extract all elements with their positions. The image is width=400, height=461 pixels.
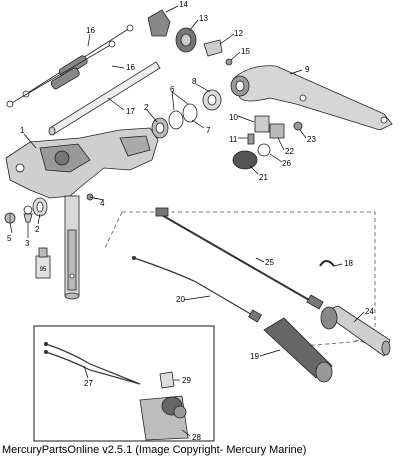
washer-left: [32, 197, 48, 217]
switch-housing: [139, 395, 189, 441]
callout-18: 18: [344, 259, 353, 268]
washer-stack: [151, 89, 222, 139]
callout-7: 7: [206, 126, 211, 135]
callout-2-upper: 2: [144, 103, 149, 112]
callout-13: 13: [199, 14, 208, 23]
callout-28: 28: [192, 433, 201, 442]
callout-26: 26: [282, 159, 291, 168]
bushing-13: [175, 27, 197, 53]
knob-21: [232, 150, 258, 170]
callout-19: 19: [250, 352, 259, 361]
callout-5: 5: [7, 234, 12, 243]
tiller-bracket: [5, 127, 159, 199]
handle-cover: [263, 317, 333, 383]
callout-16-lower: 16: [126, 63, 135, 72]
callout-9: 9: [305, 65, 310, 74]
steering-shaft: [64, 195, 80, 300]
callout-numbers: 1 2 2 3 4 5 6 7 8 9 10 11 12 13 14 15 16…: [7, 0, 374, 442]
screw-23: [293, 121, 303, 131]
callout-20: 20: [176, 295, 185, 304]
callout-22: 22: [285, 147, 294, 156]
callout-29: 29: [182, 376, 191, 385]
callout-21: 21: [259, 173, 268, 182]
bracket-22: [269, 123, 285, 139]
callout-8: 8: [192, 77, 197, 86]
leader-lines: [9, 5, 365, 437]
callout-15: 15: [241, 47, 250, 56]
callout-1: 1: [20, 126, 25, 135]
bracket-10: [254, 115, 270, 133]
wire-harness: [44, 342, 141, 385]
callout-10: 10: [229, 113, 238, 122]
callout-2-lower: 2: [35, 225, 40, 234]
callout-4: 4: [100, 199, 105, 208]
callout-16-upper: 16: [86, 26, 95, 35]
clip-part: [23, 205, 33, 223]
image-caption: MercuryPartsOnline v2.5.1 (Image Copyrig…: [2, 444, 307, 456]
throttle-grip: [320, 305, 391, 357]
callout-3: 3: [25, 239, 30, 248]
callout-23: 23: [307, 135, 316, 144]
washer-26: [257, 143, 271, 157]
callout-11: 11: [229, 135, 238, 144]
callout-25: 25: [265, 258, 274, 267]
callout-12: 12: [234, 29, 243, 38]
clip-18: [319, 260, 335, 267]
throttle-cable: [155, 207, 324, 310]
tiller-arm: [230, 65, 393, 131]
gas-strut-lower: [6, 40, 116, 108]
plate-12: [203, 39, 223, 57]
grease-tube: 95: [35, 247, 51, 279]
grease-tube-label: 95: [40, 267, 47, 273]
bolt-4: [86, 193, 99, 201]
callout-14: 14: [179, 0, 188, 9]
callout-17: 17: [126, 107, 135, 116]
pin-11: [247, 133, 255, 145]
clamp-14: [147, 9, 171, 37]
tiller-rod: [48, 61, 161, 136]
screw-left: [4, 212, 16, 224]
connector-29: [159, 371, 175, 389]
wire-20: [132, 256, 262, 323]
screw-15: [225, 58, 233, 66]
callout-24: 24: [365, 307, 374, 316]
callout-27: 27: [84, 379, 93, 388]
harness-group-box: [33, 325, 215, 442]
callout-6: 6: [170, 85, 175, 94]
